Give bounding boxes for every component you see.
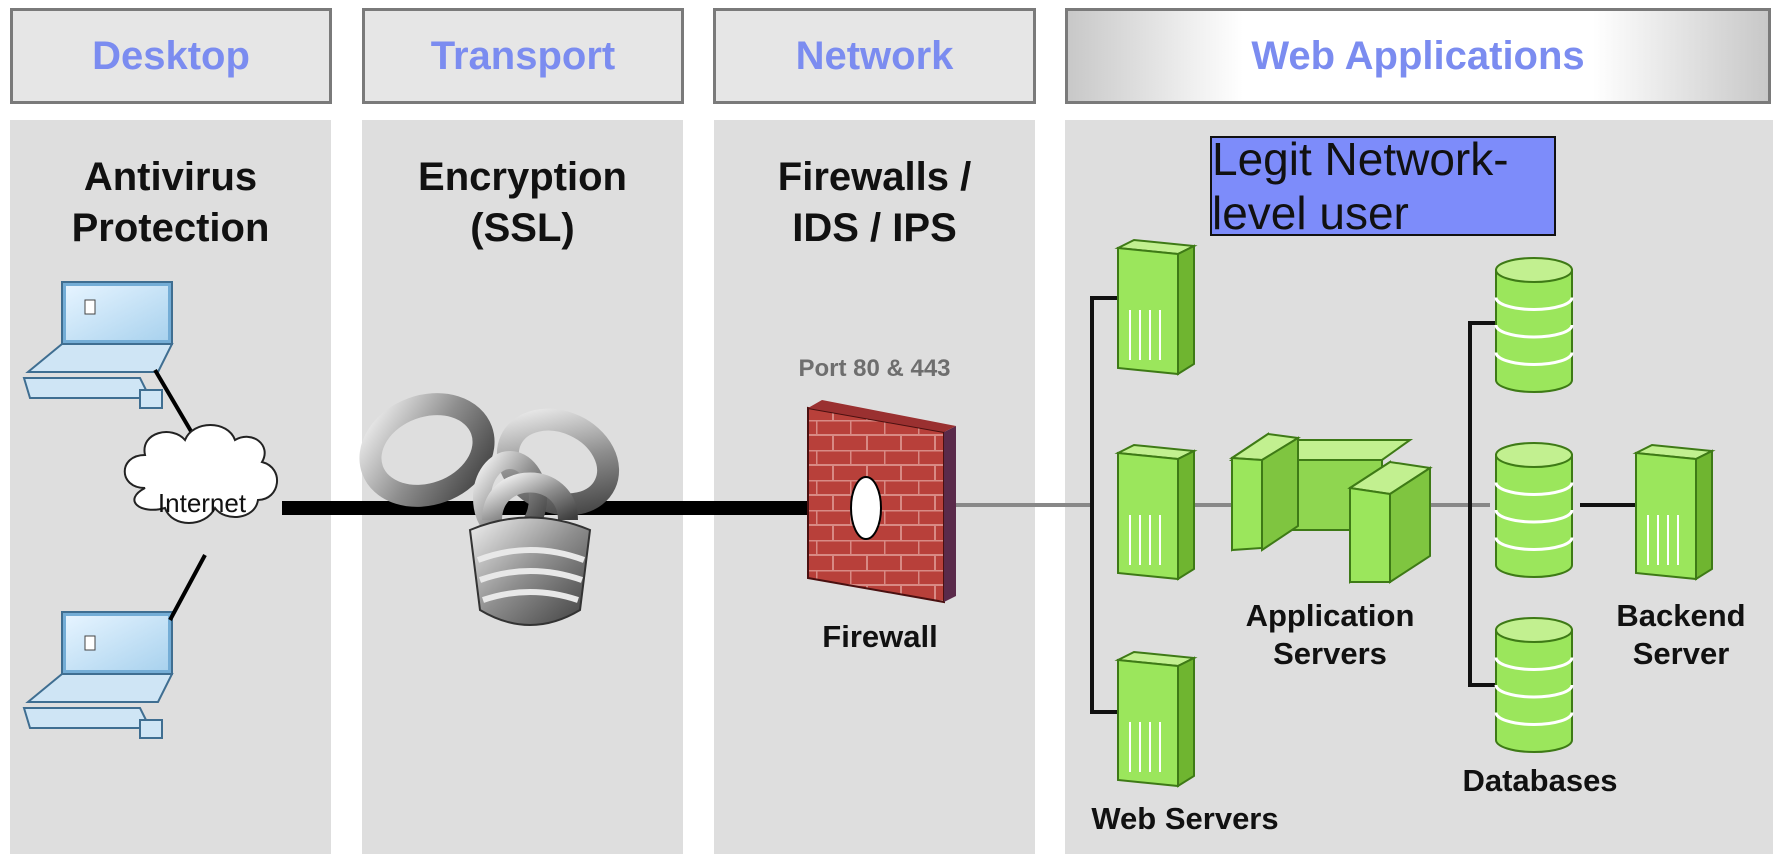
desktop-title-line2: Protection <box>71 206 270 250</box>
databases-label: Databases <box>1462 763 1618 798</box>
internet-label: Internet <box>158 488 247 518</box>
header-desktop: Desktop <box>10 8 332 104</box>
header-desktop-label: Desktop <box>92 33 250 78</box>
application-servers-label-line2: Servers <box>1273 636 1387 671</box>
firewall-icon <box>807 400 956 604</box>
web-servers-label: Web Servers <box>1091 801 1279 836</box>
header-transport-label: Transport <box>430 33 616 78</box>
server-icon <box>1114 650 1198 788</box>
server-icon <box>1114 238 1198 376</box>
transport-title: Encryption (SSL) <box>362 152 683 254</box>
desktop-title: Antivirus Protection <box>10 152 331 254</box>
backend-server-label-line1: Backend <box>1616 598 1746 633</box>
server-icon <box>1114 443 1198 581</box>
legit-user-label: Legit Network-level user <box>1212 133 1509 239</box>
header-network: Network <box>713 8 1036 104</box>
header-web-applications: Web Applications <box>1065 8 1771 104</box>
header-transport: Transport <box>362 8 684 104</box>
header-web-applications-label: Web Applications <box>1251 33 1585 78</box>
database-icon <box>1494 257 1574 393</box>
header-network-label: Network <box>795 33 954 78</box>
port-label: Port 80 & 443 <box>798 355 951 382</box>
application-servers-label-line1: Application <box>1245 598 1415 633</box>
computer-icon <box>22 281 174 409</box>
backend-server-label-line2: Server <box>1632 636 1730 671</box>
legit-user-box: Legit Network-level user <box>1210 133 1556 239</box>
transport-title-line1: Encryption <box>418 155 627 199</box>
network-title: Firewalls / IDS / IPS <box>714 152 1035 254</box>
cloud-icon <box>123 424 279 524</box>
database-icon <box>1494 442 1574 578</box>
server-icon <box>1632 443 1716 581</box>
backend-server-label: Backend Server <box>1600 597 1762 673</box>
application-servers-label: Application Servers <box>1220 597 1440 673</box>
transport-title-line2: (SSL) <box>470 206 575 250</box>
desktop-title-line1: Antivirus <box>83 155 258 199</box>
network-title-line2: IDS / IPS <box>792 206 957 250</box>
padlock-chain-icon <box>359 393 620 626</box>
database-icon <box>1494 617 1574 753</box>
computer-icon <box>22 611 174 739</box>
firewall-label: Firewall <box>822 619 938 654</box>
network-title-line1: Firewalls / <box>777 155 972 199</box>
app-server-icon <box>1228 432 1433 584</box>
